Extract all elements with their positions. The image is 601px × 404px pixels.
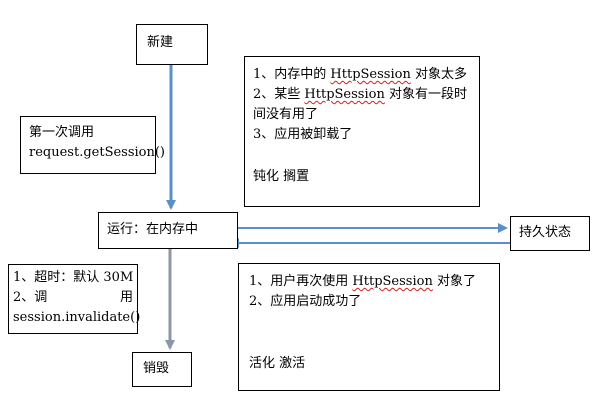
httpsession-word: HttpSession xyxy=(330,67,411,82)
httpsession-word: HttpSession xyxy=(352,274,433,289)
activation-line1: 1、用户再次使用 HttpSession 对象了 xyxy=(249,274,476,289)
note-first-call-line1: 第一次调用 xyxy=(29,125,95,140)
passivation-line4: 3、应用被卸载了 xyxy=(253,127,353,142)
state-running: 运行：在内存中 xyxy=(98,212,238,249)
state-new: 新建 xyxy=(136,24,208,65)
activation-line2: 2、应用启动成功了 xyxy=(249,294,362,309)
note-first-call: 第一次调用 request.getSession() xyxy=(20,116,166,174)
destroy-line3: session.invalidate() xyxy=(13,310,141,325)
state-persisted-label: 持久状态 xyxy=(519,225,572,240)
note-passivation: 1、内存中的 HttpSession 对象太多 2、某些 HttpSession… xyxy=(244,56,480,207)
state-persisted: 持久状态 xyxy=(510,216,590,251)
passivation-line2: 2、某些 HttpSession 对象有一段时 xyxy=(253,87,467,102)
state-destroyed: 销毁 xyxy=(132,352,192,387)
destroy-line1: 1、超时：默认 30M xyxy=(13,270,134,285)
passivation-line1: 1、内存中的 HttpSession 对象太多 xyxy=(253,67,467,82)
activation-footer: 活化 激活 xyxy=(249,356,306,371)
state-destroyed-label: 销毁 xyxy=(143,361,170,376)
state-running-label: 运行：在内存中 xyxy=(107,222,199,237)
note-destroy-reasons: 1、超时：默认 30M 2、调用 session.invalidate() xyxy=(8,264,141,334)
note-first-call-line2: request.getSession() xyxy=(29,145,166,160)
destroy-line2: 2、调用 xyxy=(13,290,133,305)
passivation-line3: 间没有用了 xyxy=(253,107,319,122)
passivation-footer: 钝化 搁置 xyxy=(253,169,310,184)
httpsession-word: HttpSession xyxy=(304,87,385,102)
note-activation: 1、用户再次使用 HttpSession 对象了 2、应用启动成功了 活化 激活 xyxy=(238,263,500,391)
state-new-label: 新建 xyxy=(147,35,174,50)
